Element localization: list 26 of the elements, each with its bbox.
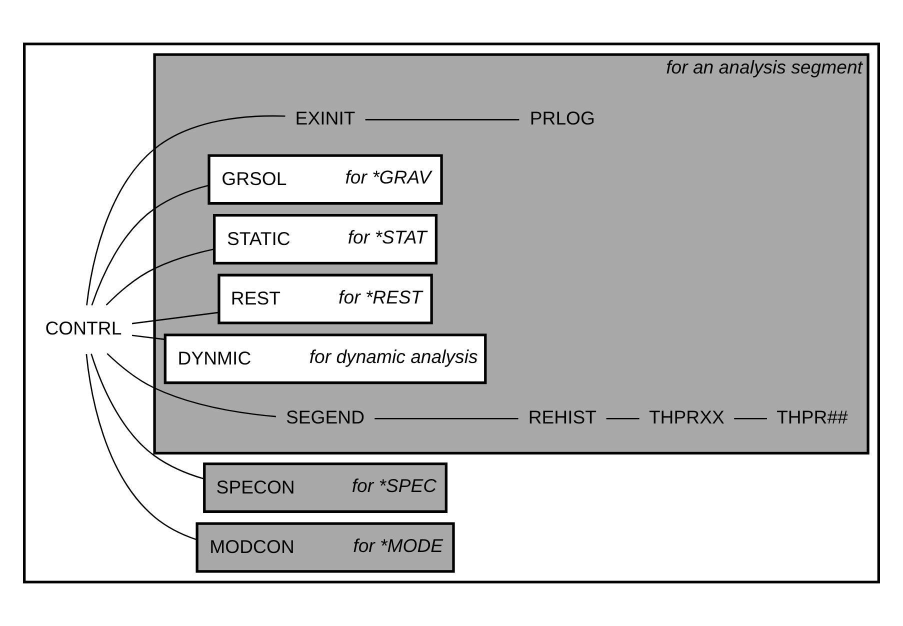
node-box: REST for *REST [218, 274, 433, 324]
connector [86, 115, 286, 306]
node-box: GRSOL for *GRAV [208, 154, 443, 205]
connector [106, 248, 214, 306]
node-box: MODCON for *MODE [196, 522, 455, 573]
connector [374, 418, 518, 420]
node-text: CONTRL [45, 318, 122, 339]
node-text: THPRXX [648, 406, 724, 428]
connector [91, 184, 209, 306]
connector [132, 312, 219, 324]
connector [734, 418, 767, 420]
node-box: DYNMIC for dynamic analysis [164, 334, 487, 384]
node-text: SEGEND [286, 406, 365, 428]
node-box: SPECON for *SPEC [203, 462, 448, 513]
cluster [23, 42, 880, 584]
node-box: STATIC for *STAT [213, 214, 438, 264]
connector [106, 353, 276, 418]
node-text: PRLOG [530, 108, 595, 129]
node-text: REHIST [528, 406, 597, 428]
connector [606, 418, 640, 420]
connector [365, 119, 520, 120]
node-text: THPR## [776, 406, 848, 428]
connector [132, 334, 166, 340]
connector [90, 354, 204, 480]
node-text: EXINIT [295, 108, 356, 129]
connector [86, 354, 197, 540]
